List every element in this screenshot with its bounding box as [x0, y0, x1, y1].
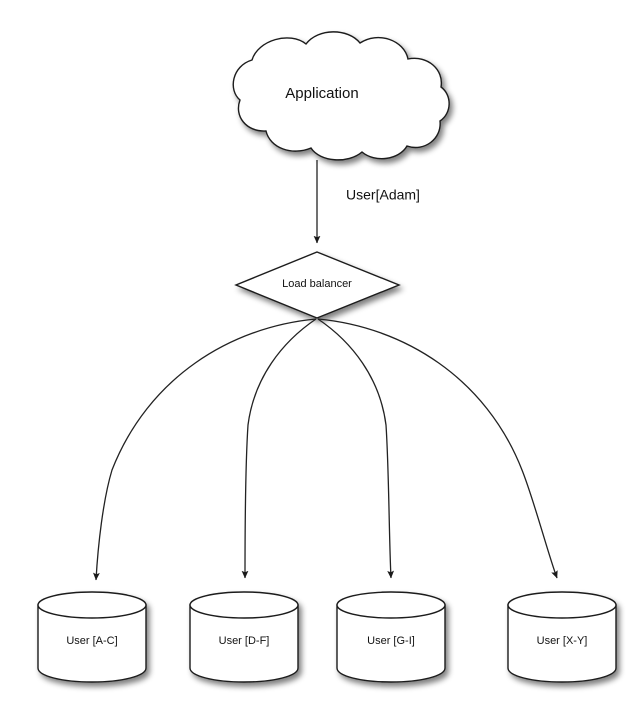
edge-lb-to-db-0[interactable]	[93, 318, 317, 581]
application-label: Application	[285, 85, 358, 102]
edge-lb-to-db-2-line	[317, 318, 395, 579]
node-database-1[interactable]: User [D-F]	[189, 591, 299, 683]
cylinder-body-3	[507, 604, 617, 683]
node-load-balancer[interactable]: Load balancer	[234, 251, 401, 319]
edge-lb-to-db-0-line	[93, 318, 317, 581]
cylinder-body-2	[336, 604, 446, 683]
cylinder-top-3	[507, 591, 617, 619]
node-database-0[interactable]: User [A-C]	[37, 591, 147, 683]
edge-app-to-lb-label: User[Adam]	[346, 187, 420, 203]
edge-app-to-lb[interactable]: User[Adam]	[313, 160, 420, 244]
node-database-2[interactable]: User [G-I]	[336, 591, 446, 683]
cylinder-top-2	[336, 591, 446, 619]
edge-lb-to-db-1[interactable]	[241, 318, 317, 579]
node-application[interactable]: Application	[232, 31, 450, 161]
load-balancer-label: Load balancer	[282, 278, 352, 290]
database-3-label: User [X-Y]	[537, 635, 588, 647]
cloud-shape	[232, 31, 450, 161]
node-database-3[interactable]: User [X-Y]	[507, 591, 617, 683]
edge-lb-to-db-3-line	[317, 318, 558, 579]
edge-lb-to-db-2[interactable]	[317, 318, 395, 579]
cylinder-top-0	[37, 591, 147, 619]
database-1-label: User [D-F]	[219, 635, 270, 647]
edge-lb-to-db-3[interactable]	[317, 318, 558, 579]
diamond-shape	[234, 251, 401, 319]
cylinder-top-1	[189, 591, 299, 619]
cylinder-body-1	[189, 604, 299, 683]
cylinder-body-0	[37, 604, 147, 683]
edge-lb-to-db-1-line	[241, 318, 317, 579]
database-2-label: User [G-I]	[367, 635, 415, 647]
database-0-label: User [A-C]	[66, 635, 117, 647]
